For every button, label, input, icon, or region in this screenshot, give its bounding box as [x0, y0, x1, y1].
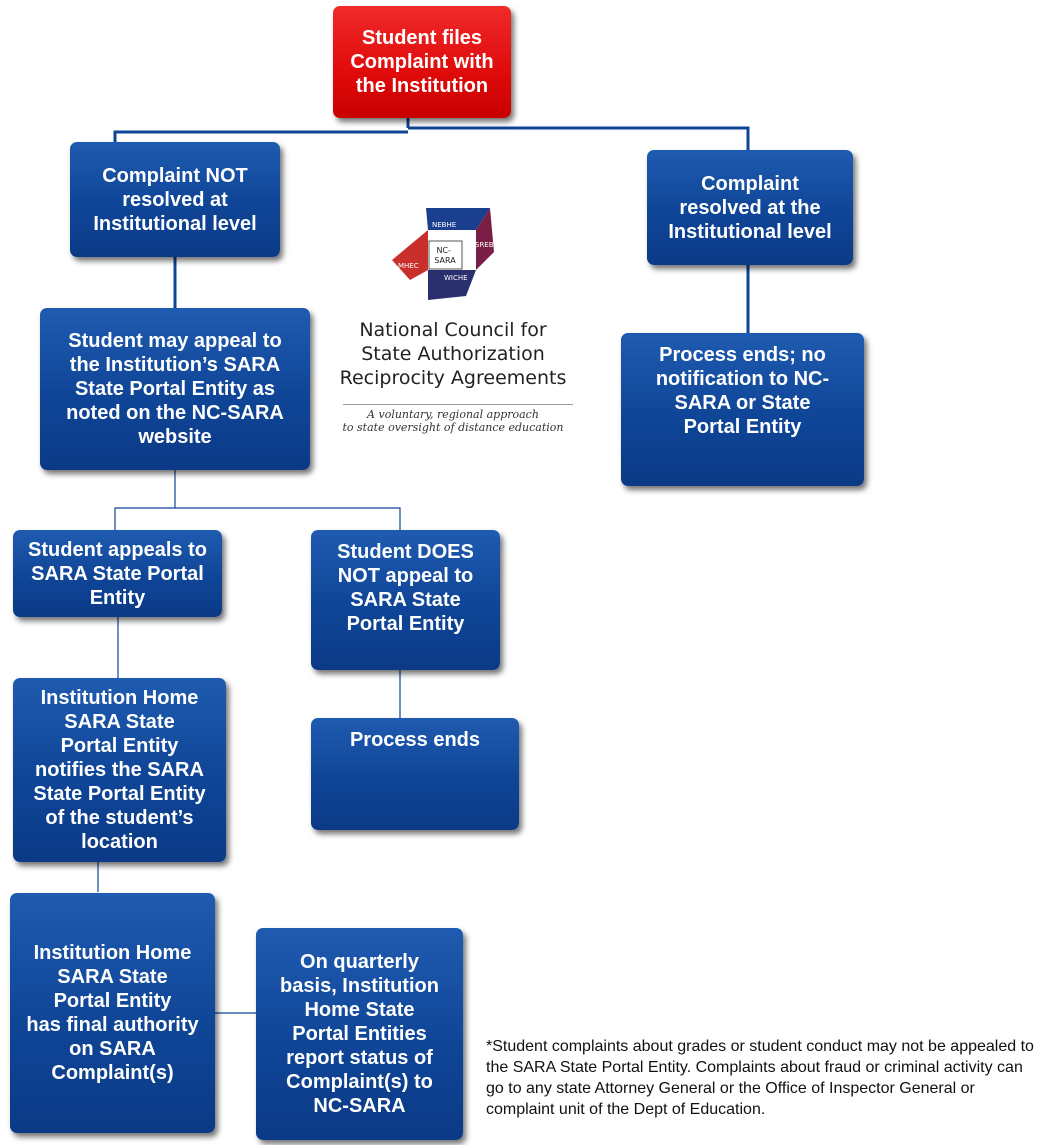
- logo-sreb-label: SREB: [475, 241, 494, 249]
- node-final-authority: Institution Home SARA State Portal Entit…: [10, 893, 215, 1133]
- node-does-not-appeal: Student DOES NOT appeal to SARA State Po…: [311, 530, 500, 670]
- connector-start-split: [113, 118, 750, 150]
- nc-sara-logo-mark: NEBHE SREB WICHE MHEC NC- SARA: [392, 208, 494, 300]
- node-start: Student files Complaint with the Institu…: [333, 6, 511, 118]
- footnote-rest: Complaints about fraud or criminal activ…: [486, 1059, 1023, 1118]
- connector-appeal-split: [114, 470, 401, 530]
- footnote: *Student complaints about grades or stud…: [486, 1036, 1042, 1120]
- node-process-ends: Process ends: [311, 718, 519, 830]
- logo-wiche-label: WICHE: [444, 274, 468, 282]
- node-resolved: Complaint resolved at the Institutional …: [647, 150, 853, 265]
- nc-sara-logo: NEBHE SREB WICHE MHEC NC- SARA National …: [328, 200, 578, 450]
- node-may-appeal: Student may appeal to the Institution’s …: [40, 308, 310, 470]
- node-appeals: Student appeals to SARA State Portal Ent…: [13, 530, 222, 617]
- node-home-notifies: Institution Home SARA State Portal Entit…: [13, 678, 226, 862]
- logo-mhec-label: MHEC: [398, 262, 419, 270]
- footnote-lead: *Student complaints about grades or stud…: [486, 1038, 1034, 1076]
- logo-divider: [343, 404, 573, 405]
- logo-center-label: NC- SARA: [434, 246, 456, 265]
- node-not-resolved: Complaint NOT resolved at Institutional …: [70, 142, 280, 257]
- logo-tagline: A voluntary, regional approach to state …: [342, 408, 564, 434]
- node-quarterly: On quarterly basis, Institution Home Sta…: [256, 928, 463, 1140]
- logo-title: National Council for State Authorization…: [339, 319, 567, 389]
- logo-nebhe-label: NEBHE: [432, 221, 456, 229]
- node-process-ends-no-notification: Process ends; no notification to NC- SAR…: [621, 333, 864, 486]
